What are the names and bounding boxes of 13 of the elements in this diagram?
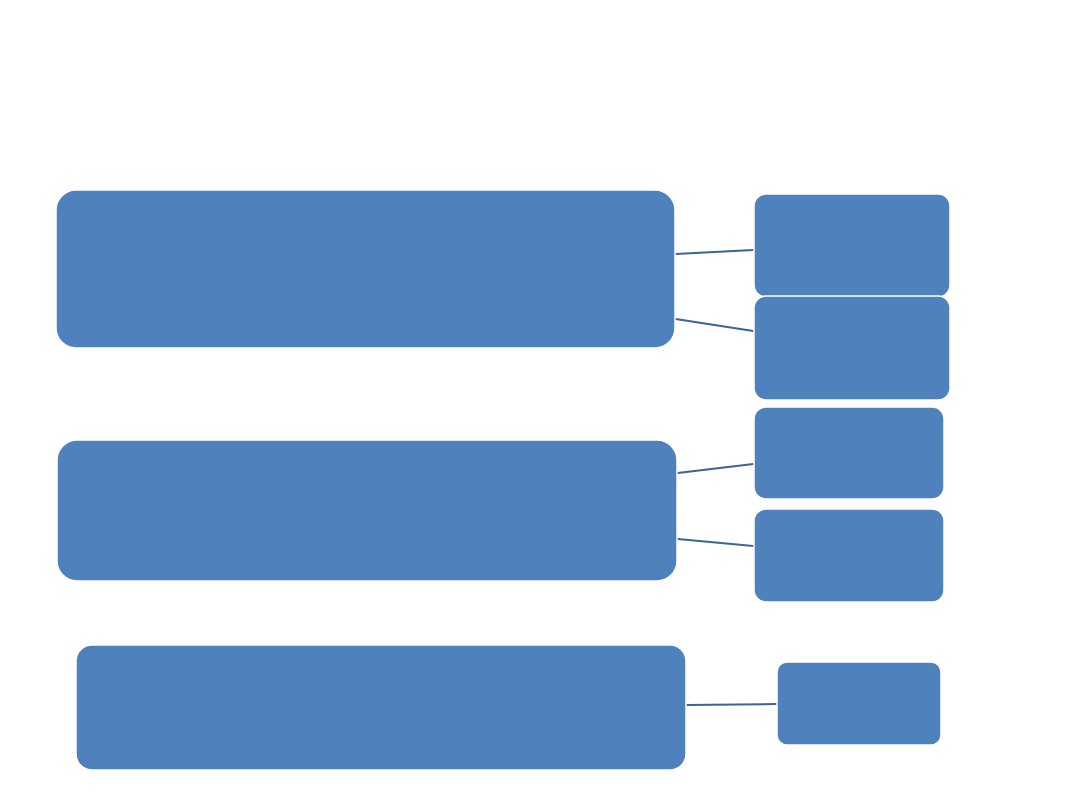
connector-line bbox=[685, 703, 778, 706]
process-box bbox=[56, 439, 678, 582]
process-box bbox=[753, 295, 951, 401]
connector-line bbox=[676, 463, 755, 474]
process-box bbox=[753, 406, 945, 500]
process-box bbox=[776, 661, 942, 746]
connector-line bbox=[674, 318, 755, 332]
process-box bbox=[75, 644, 687, 771]
connector-line bbox=[674, 249, 755, 255]
process-box bbox=[55, 189, 676, 349]
process-box bbox=[753, 508, 945, 603]
process-box bbox=[753, 193, 951, 298]
connector-line bbox=[676, 538, 755, 547]
